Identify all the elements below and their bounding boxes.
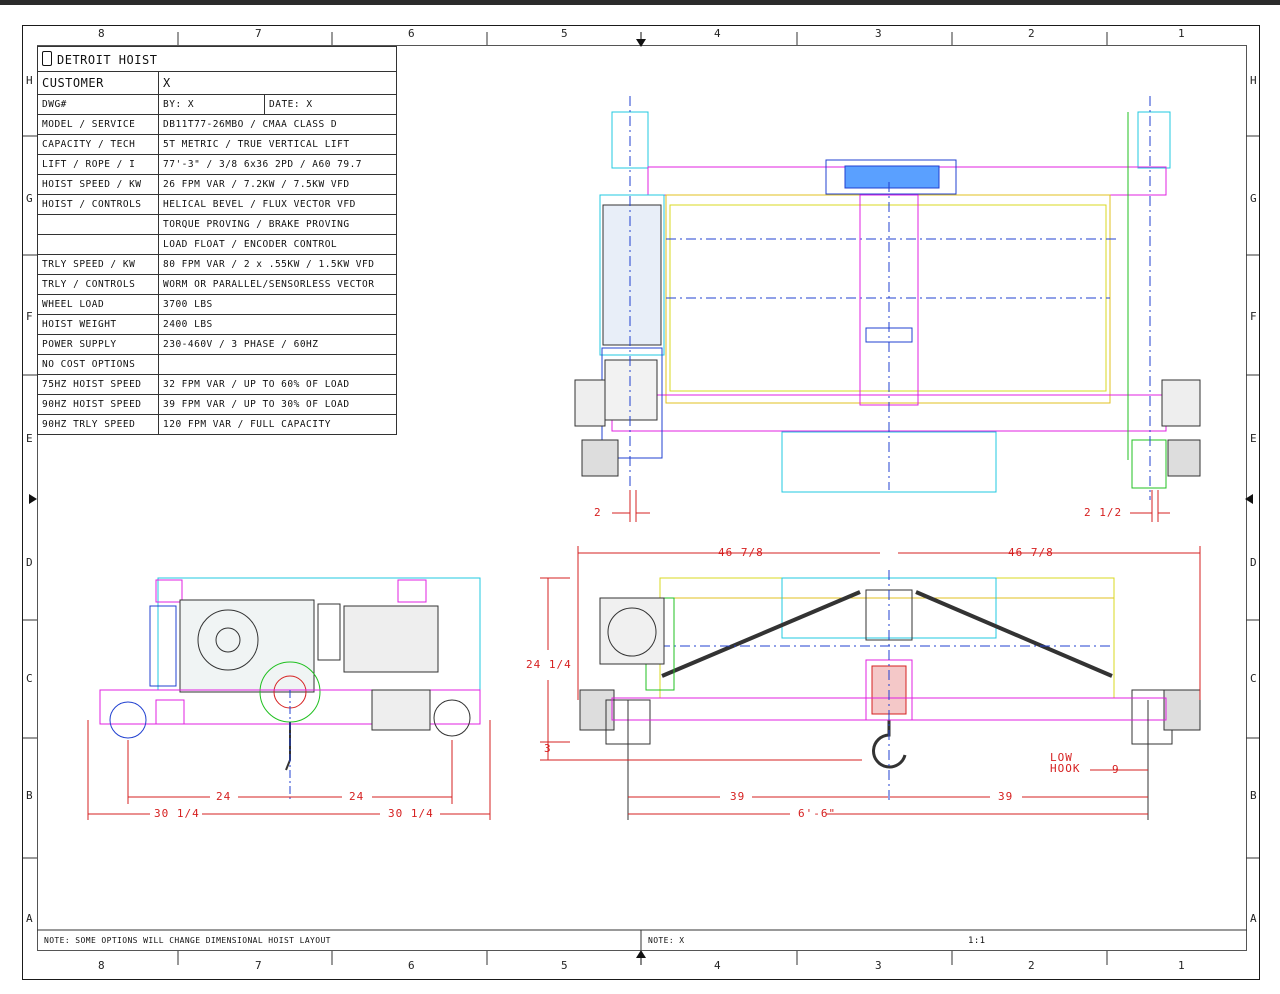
dim-front-half-right: 46 7/8	[1008, 546, 1054, 559]
zone-label: 4	[714, 27, 721, 40]
zone-ticks	[23, 32, 1259, 965]
zone-label: 5	[561, 959, 568, 972]
side-dims	[87, 720, 491, 820]
zone-label: B	[26, 789, 33, 802]
plan-dims	[612, 490, 1170, 522]
dim-side-30-left: 30 1/4	[154, 807, 200, 820]
dim-low-hook-value: 9	[1112, 763, 1120, 776]
dim-front-height: 24 1/4	[526, 658, 572, 671]
dim-front-39-left: 39	[730, 790, 746, 803]
zone-label: G	[26, 192, 33, 205]
zone-label: 1	[1178, 27, 1185, 40]
dim-side-24-left: 24	[216, 790, 232, 803]
zone-label: H	[1250, 74, 1257, 87]
dim-front-overall: 6'-6"	[798, 807, 837, 820]
zone-label: D	[1250, 556, 1257, 569]
front-view	[579, 570, 1201, 820]
zone-label: D	[26, 556, 33, 569]
zone-label: H	[26, 74, 33, 87]
zone-label: F	[26, 310, 33, 323]
zone-label: 8	[98, 959, 105, 972]
scale-text: 1:1	[968, 936, 986, 946]
customer-value: X	[158, 71, 397, 95]
note-left: NOTE: SOME OPTIONS WILL CHANGE DIMENSION…	[44, 936, 331, 945]
drawing-border	[22, 25, 1260, 980]
note-right: NOTE: X	[648, 936, 685, 945]
zone-label: E	[26, 432, 33, 445]
drawing-inner-border	[37, 45, 1247, 951]
spec-value: 120 FPM VAR / FULL CAPACITY	[158, 414, 397, 435]
company-name: DETROIT HOIST	[37, 46, 397, 72]
zone-label: 8	[98, 27, 105, 40]
dim-front-39-right: 39	[998, 790, 1014, 803]
spec-value: 39 FPM VAR / UP TO 30% OF LOAD	[158, 394, 397, 415]
zone-label: 7	[255, 27, 262, 40]
zone-label: 4	[714, 959, 721, 972]
zone-label: 6	[408, 27, 415, 40]
zone-label: 3	[875, 27, 882, 40]
center-arrows	[29, 39, 1253, 958]
logo-icon	[42, 51, 52, 66]
dim-top-right-gap: 2 1/2	[1084, 506, 1123, 519]
zone-label: A	[1250, 912, 1257, 925]
zone-label: 2	[1028, 27, 1035, 40]
zone-label: C	[1250, 672, 1257, 685]
zone-label: A	[26, 912, 33, 925]
zone-label: 7	[255, 959, 262, 972]
zone-label: 5	[561, 27, 568, 40]
zone-label: 6	[408, 959, 415, 972]
dim-front-half-left: 46 7/8	[718, 546, 764, 559]
zone-label: 3	[875, 959, 882, 972]
zone-label: 1	[1178, 959, 1185, 972]
zone-label: B	[1250, 789, 1257, 802]
dim-front-offset: 3	[544, 742, 552, 755]
zone-label: E	[1250, 432, 1257, 445]
zone-label: G	[1250, 192, 1257, 205]
front-dims	[540, 546, 1201, 815]
side-view	[99, 577, 481, 800]
zone-label: F	[1250, 310, 1257, 323]
dim-side-30-right: 30 1/4	[388, 807, 434, 820]
dim-side-24-right: 24	[349, 790, 365, 803]
plan-view	[574, 96, 1201, 500]
dim-top-left-gap: 2	[594, 506, 602, 519]
zone-label: 2	[1028, 959, 1035, 972]
zone-label: C	[26, 672, 33, 685]
dim-low-hook: LOW HOOK	[1050, 751, 1081, 775]
window-top-bar	[0, 0, 1280, 5]
